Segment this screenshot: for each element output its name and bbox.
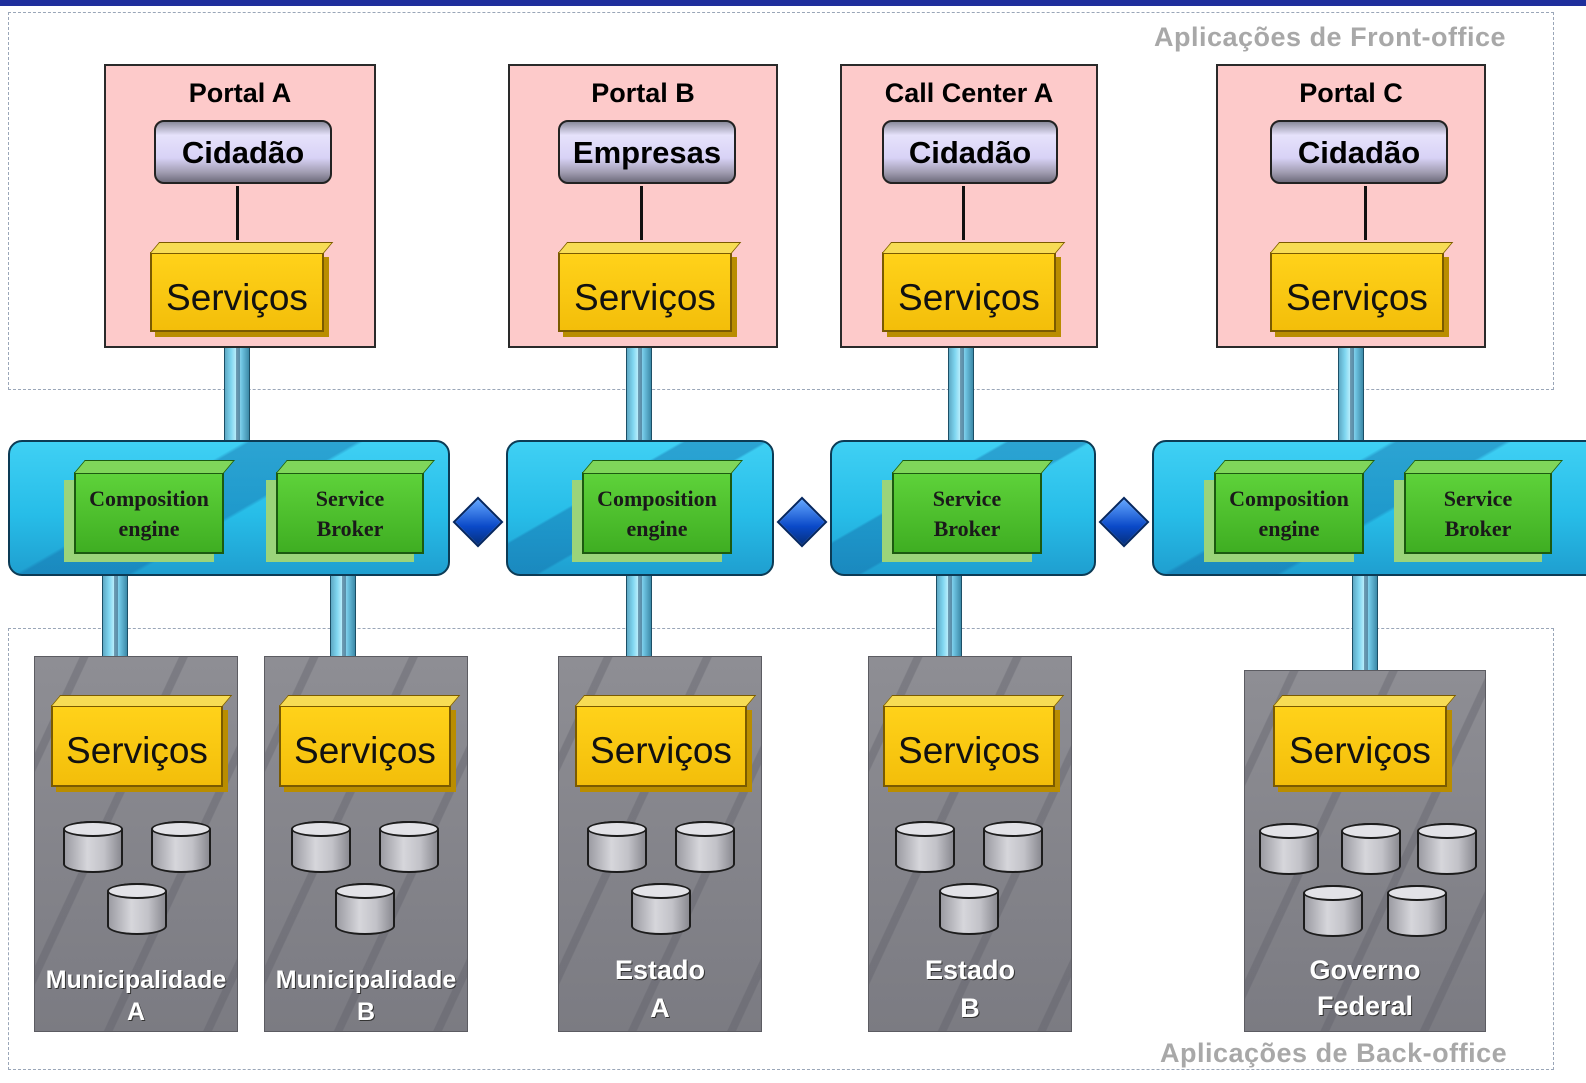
database-icon [895, 821, 955, 873]
database-icon [1341, 823, 1401, 875]
database-icon [63, 821, 123, 873]
system-name-line2: A [126, 998, 146, 1026]
system-name-line1: Estado [614, 955, 706, 985]
database-icon [1387, 885, 1447, 937]
services-box: Serviços [1273, 705, 1447, 787]
back-office-zone [8, 628, 1554, 1070]
portal-b: Portal B Empresas Serviços [508, 64, 778, 348]
database-icon [939, 883, 999, 935]
bus-joint-diamond [452, 496, 504, 548]
database-icon [587, 821, 647, 873]
database-icon [291, 821, 351, 873]
system-name-line2: B [356, 998, 376, 1026]
role-box: Cidadão [154, 120, 332, 184]
services-box: Serviços [150, 252, 324, 332]
call-center-a: Call Center A Cidadão Serviços [840, 64, 1098, 348]
connector-portal-c-bus [1338, 332, 1364, 456]
system-name-line1: Governo [1309, 955, 1421, 985]
services-box: Serviços [558, 252, 732, 332]
database-icon [675, 821, 735, 873]
services-box: Serviços [51, 705, 223, 787]
role-box: Cidadão [1270, 120, 1448, 184]
services-box: Serviços [279, 705, 451, 787]
database-icon [631, 883, 691, 935]
bus-joint-diamond [776, 496, 828, 548]
top-bar [0, 0, 1586, 6]
services-box: Serviços [1270, 252, 1444, 332]
database-icon [1417, 823, 1477, 875]
bus-joint-diamond [1098, 496, 1150, 548]
back-office-label: Aplicações de Back-office [1160, 1038, 1508, 1068]
role-link [640, 186, 643, 240]
portal-a: Portal A Cidadão Serviços [104, 64, 376, 348]
system-municipalidade-a: Serviços Municipalidade A [34, 656, 238, 1032]
system-estado-a: Serviços Estado A [558, 656, 762, 1032]
system-name-line1: Municipalidade [45, 966, 227, 994]
database-icon [151, 821, 211, 873]
database-icon [379, 821, 439, 873]
services-box: Serviços [883, 705, 1055, 787]
role-link [1364, 186, 1367, 240]
role-link [236, 186, 239, 240]
system-name-line2: A [650, 993, 670, 1023]
database-icon [335, 883, 395, 935]
portal-title: Portal C [1299, 78, 1403, 108]
system-municipalidade-b: Serviços Municipalidade B [264, 656, 468, 1032]
database-icon [1259, 823, 1319, 875]
system-estado-b: Serviços Estado B [868, 656, 1072, 1032]
role-link [962, 186, 965, 240]
database-icon [107, 883, 167, 935]
system-governo-federal: Serviços Governo Federal [1244, 670, 1486, 1032]
front-office-label: Aplicações de Front-office [1154, 22, 1507, 52]
front-office-zone [8, 12, 1554, 390]
connector-portal-a-bus [224, 332, 250, 456]
database-icon [1303, 885, 1363, 937]
system-name-line1: Municipalidade [275, 966, 457, 994]
services-box: Serviços [882, 252, 1056, 332]
services-box: Serviços [575, 705, 747, 787]
connector-portal-b-bus [626, 332, 652, 456]
portal-title: Portal B [591, 78, 695, 108]
connector-call-center-a-bus [948, 332, 974, 456]
portal-c: Portal C Cidadão Serviços [1216, 64, 1486, 348]
system-name-line2: Federal [1316, 991, 1414, 1021]
system-name-line2: B [960, 993, 980, 1023]
portal-title: Call Center A [884, 78, 1054, 108]
role-box: Cidadão [882, 120, 1058, 184]
portal-title: Portal A [188, 78, 292, 108]
database-icon [983, 821, 1043, 873]
role-box: Empresas [558, 120, 736, 184]
system-name-line1: Estado [924, 955, 1016, 985]
